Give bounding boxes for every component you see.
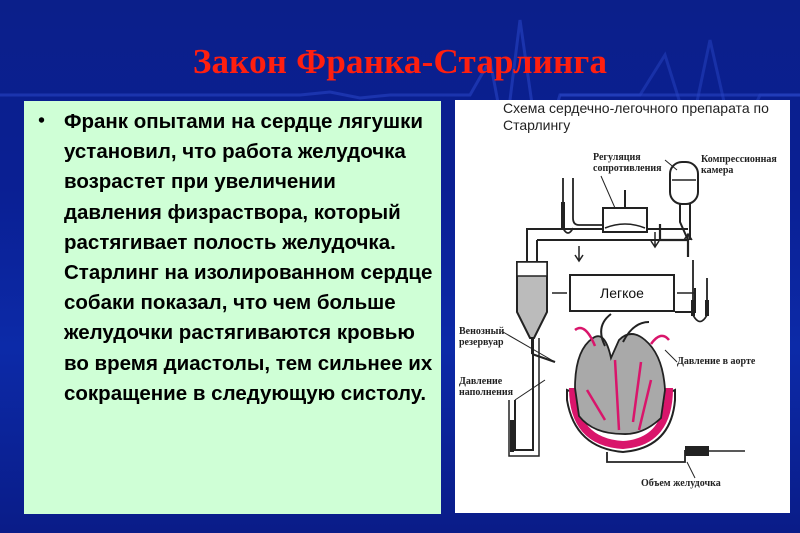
slide-title: Закон Франка-Старлинга (192, 42, 608, 81)
bullet-marker: • (38, 110, 46, 132)
lung-box: Легкое (569, 274, 675, 312)
label-venous-reservoir: Венозный резервуар (459, 326, 505, 348)
diagram-drawing (502, 159, 745, 479)
text-panel: • Франк опытами на сердце лягушки устано… (24, 101, 441, 514)
label-compression-chamber: Компрессионная камера (701, 154, 777, 176)
bullet-item: • Франк опытами на сердце лягушки устано… (34, 107, 433, 409)
label-ventricle-volume: Объем желудочка (641, 478, 721, 489)
label-resistance-regulation: Регуляция сопротивления (593, 152, 662, 174)
figure-caption: Схема сердечно-легочного препарата по Ст… (503, 100, 769, 133)
starling-diagram: Схема сердечно-легочного препарата по Ст… (455, 100, 790, 513)
label-aortic-pressure: Давление в аорте (677, 356, 756, 367)
bullet-text: Франк опытами на сердце лягушки установи… (64, 110, 433, 405)
label-filling-pressure: Давление наполнения (459, 376, 514, 398)
